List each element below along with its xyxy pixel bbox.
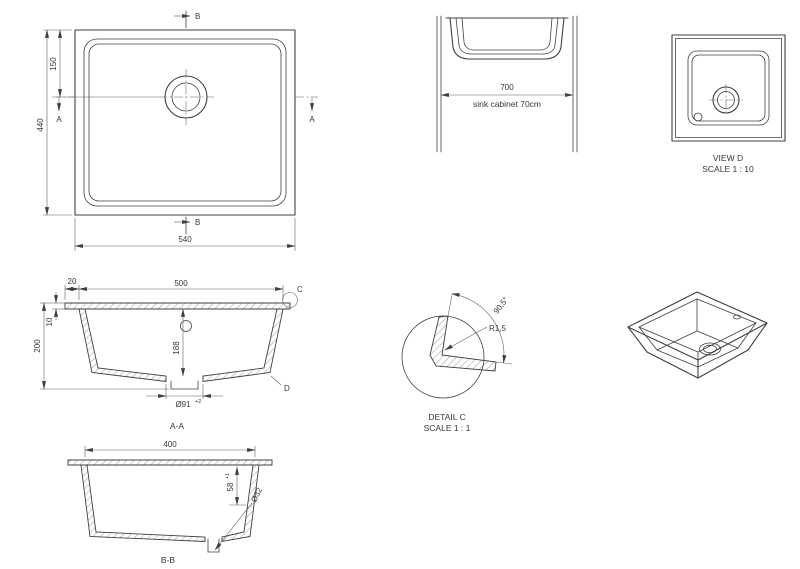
section-a-label-left: A: [56, 115, 62, 124]
aa-right-wall-cut: [202, 308, 284, 383]
sink-bowl-rim-outer: [83, 38, 287, 207]
iso-outer-bottom-right: [697, 349, 749, 379]
viewd-overflow-hole: [693, 112, 703, 122]
detail-wall-cut: [429, 315, 497, 372]
viewd-title: VIEW D: [713, 153, 743, 163]
iso-overflow-hole: [733, 314, 741, 320]
section-bb-view: 400 58 +1 Ø32 B-B: [67, 440, 273, 565]
drain-leader: [214, 502, 253, 551]
dim-tol-58: +1: [225, 473, 231, 479]
sink-bowl-rim-inner: [88, 43, 282, 202]
drain-inner-circle: [171, 82, 201, 112]
section-aa-view: 500 20 10 200 188 Ø91 +2 C D A-A: [33, 277, 303, 431]
ext-line: [447, 294, 453, 317]
dim-text-radius: R1,5: [489, 324, 506, 333]
iso-drain-inner: [703, 344, 717, 354]
detail-c-circle: [282, 292, 298, 308]
detail-d-label: D: [284, 384, 290, 393]
sink-outer-outline: [74, 29, 296, 216]
dim-text-540: 540: [178, 235, 192, 244]
radius-leader: [444, 326, 488, 351]
dim-text-150: 150: [49, 57, 58, 71]
dim-text-700: 700: [500, 83, 514, 92]
detail-c-title: DETAIL C: [428, 412, 465, 422]
detail-d-leader: [270, 375, 282, 386]
dim-text-440: 440: [36, 118, 45, 132]
dim-text-500: 500: [174, 279, 188, 288]
dim-tol-d91: +2: [195, 399, 201, 405]
iso-outer-bottom-left: [646, 351, 699, 379]
cabinet-view: 700 sink cabinet 70cm: [436, 15, 578, 153]
dim-text-188: 188: [172, 341, 181, 355]
plan-view: B B A A 440 150 540: [36, 10, 318, 251]
aa-rim-cut: [64, 302, 291, 310]
dim-text-400: 400: [163, 440, 177, 449]
bb-left-wall-cut: [80, 464, 206, 542]
dim-text-200: 200: [33, 339, 42, 353]
bb-rim-cut: [67, 459, 273, 466]
dim-text-d91: Ø91: [175, 400, 191, 409]
viewd-second-rect: [675, 38, 782, 138]
iso-rim-inner: [638, 298, 757, 353]
section-b-label-bottom: B: [195, 218, 200, 227]
iso-outer-edge-left: [627, 326, 648, 353]
sink-section-outer: [449, 17, 565, 60]
isometric-view: [627, 291, 768, 379]
view-d: VIEW D SCALE 1 : 10: [671, 34, 786, 174]
section-bb-caption: B-B: [161, 555, 176, 565]
iso-bowl-edge-left: [638, 326, 658, 351]
sink-section-mid: [455, 17, 559, 55]
viewd-bowl-outer: [687, 50, 770, 126]
aa-overflow-circle: [180, 320, 192, 332]
detail-c-scale: SCALE 1 : 1: [424, 423, 471, 433]
ext-line: [495, 361, 513, 365]
iso-outer-edge-right: [747, 322, 768, 351]
aa-left-wall-cut: [78, 308, 167, 383]
iso-drain-outer: [699, 342, 721, 356]
iso-bowl-edge-right: [737, 322, 757, 349]
dim-text-angle: 90,5°: [492, 295, 511, 315]
iso-rim-outer: [627, 291, 768, 361]
dim-text-20: 20: [68, 277, 77, 286]
bb-right-wall-cut: [221, 464, 260, 543]
sink-section-inner: [461, 17, 553, 51]
dim-text-10: 10: [45, 317, 54, 326]
viewd-outer-rect: [671, 34, 786, 142]
viewd-scale: SCALE 1 : 10: [702, 164, 754, 174]
section-aa-caption: A-A: [170, 421, 185, 431]
detail-c-label: C: [297, 285, 303, 294]
dim-arc-angle: [451, 293, 507, 364]
detail-c-view: 90,5° R1,5 DETAIL C SCALE 1 : 1: [401, 293, 513, 433]
section-a-label-right: A: [309, 115, 315, 124]
viewd-bowl-inner: [691, 54, 766, 122]
cabinet-caption: sink cabinet 70cm: [473, 99, 541, 109]
section-b-label-top: B: [195, 12, 200, 21]
dim-text-58: 58: [226, 482, 235, 491]
